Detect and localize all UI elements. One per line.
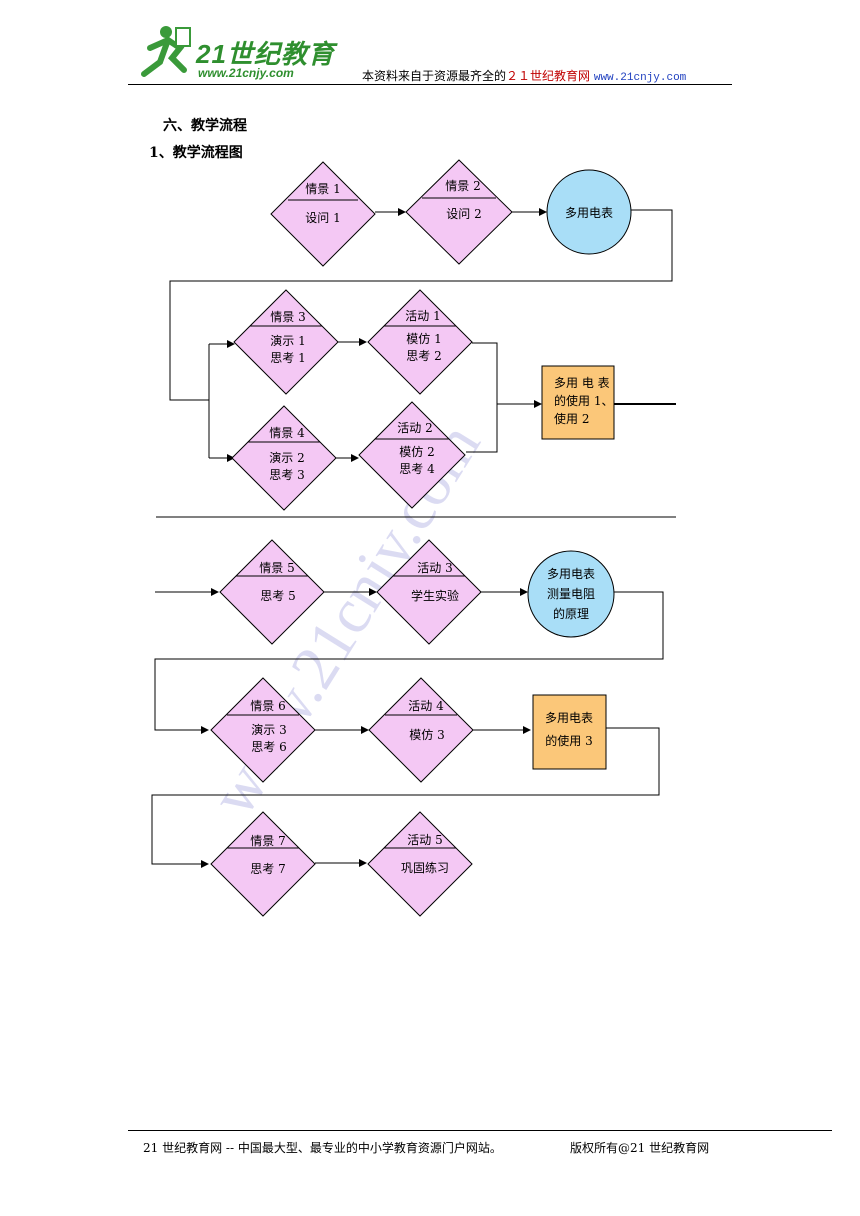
- flow-diamond-9: 情景 6 演示 3 思考 6: [210, 677, 316, 783]
- svg-text:活动 3: 活动 3: [417, 561, 452, 575]
- svg-text:学生实验: 学生实验: [411, 588, 459, 603]
- svg-text:活动 4: 活动 4: [408, 699, 444, 713]
- svg-text:演示 3: 演示 3: [251, 722, 286, 737]
- svg-text:活动 1: 活动 1: [405, 309, 440, 323]
- svg-text:情景 6: 情景 6: [250, 699, 285, 713]
- svg-text:多用电表: 多用电表: [565, 206, 613, 220]
- footer-tagline: 21 世纪教育网 -- 中国最大型、最专业的中小学教育资源门户网站。: [143, 1141, 502, 1155]
- header-note-prefix: 本资料来自于资源最齐全的: [362, 69, 507, 83]
- svg-text:的使用 3: 的使用 3: [545, 733, 592, 748]
- flow-diamond-7: 情景 5 思考 5: [219, 539, 325, 645]
- svg-text:模仿 3: 模仿 3: [409, 728, 444, 742]
- svg-text:情景 5: 情景 5: [259, 561, 294, 575]
- svg-text:活动 2: 活动 2: [397, 421, 432, 435]
- svg-text:思考 6: 思考 6: [251, 740, 286, 754]
- runner-logo-icon: [141, 26, 191, 77]
- svg-text:思考 5: 思考 5: [260, 589, 295, 603]
- header-note: 本资料来自于资源最齐全的２１世纪教育网 www.21cnjy.com: [362, 67, 686, 84]
- svg-text:演示 1: 演示 1: [270, 333, 305, 348]
- svg-text:思考 4: 思考 4: [399, 462, 435, 476]
- flow-diamond-8: 活动 3 学生实验: [376, 539, 482, 645]
- logo-text: 21世纪教育: [196, 39, 335, 69]
- flow-diamond-1: 情景 1 设问 1: [270, 161, 376, 267]
- svg-text:思考 2: 思考 2: [406, 349, 441, 363]
- flow-diamond-10: 活动 4 模仿 3: [368, 677, 474, 783]
- flow-rect-1: 多用 电 表 的使用 1、 使用 2: [541, 365, 615, 440]
- svg-text:巩固练习: 巩固练习: [401, 860, 449, 875]
- site-logo: [136, 18, 336, 84]
- flow-circle-1: 多用电表: [546, 169, 632, 255]
- svg-text:模仿 2: 模仿 2: [399, 445, 434, 459]
- svg-text:设问 2: 设问 2: [446, 207, 481, 221]
- svg-text:多用电表: 多用电表: [547, 567, 595, 581]
- footer-rule: [128, 1130, 832, 1131]
- header-note-url[interactable]: www.21cnjy.com: [593, 72, 687, 84]
- svg-text:的使用 1、: 的使用 1、: [554, 393, 613, 408]
- svg-text:情景 2: 情景 2: [445, 179, 480, 193]
- svg-text:情景 7: 情景 7: [250, 834, 285, 848]
- flow-diamond-6: 活动 2 模仿 2 思考 4: [358, 401, 466, 509]
- svg-text:情景 1: 情景 1: [305, 182, 340, 196]
- flow-circle-2: 多用电表 测量电阻 的原理: [527, 550, 615, 638]
- svg-text:情景 4: 情景 4: [269, 426, 305, 440]
- svg-text:设问 1: 设问 1: [305, 211, 340, 225]
- svg-text:模仿 1: 模仿 1: [406, 332, 441, 346]
- svg-text:测量电阻: 测量电阻: [547, 587, 595, 601]
- svg-text:演示 2: 演示 2: [269, 450, 304, 465]
- svg-text:情景 3: 情景 3: [270, 310, 305, 324]
- flow-diamond-3: 情景 3 演示 1 思考 1: [233, 289, 339, 395]
- svg-text:多用电表: 多用电表: [545, 711, 593, 725]
- section-title: 六、教学流程: [163, 118, 247, 134]
- svg-text:思考 7: 思考 7: [250, 862, 285, 876]
- header-note-site: ２１世纪教育网: [506, 69, 591, 83]
- footer-copyright-link[interactable]: 版权所有@21 世纪教育网: [570, 1141, 710, 1155]
- header-rule: [128, 84, 732, 85]
- svg-text:的原理: 的原理: [553, 606, 589, 621]
- flow-diamond-12: 活动 5 巩固练习: [367, 811, 473, 917]
- svg-text:思考 1: 思考 1: [270, 351, 305, 365]
- flow-diamond-11: 情景 7 思考 7: [210, 811, 316, 917]
- flow-diamond-2: 情景 2 设问 2: [405, 159, 513, 265]
- svg-text:思考 3: 思考 3: [269, 468, 304, 482]
- subsection-title: 1、教学流程图: [149, 145, 243, 161]
- logo-url: www.21cnjy.com: [198, 66, 294, 80]
- svg-text:活动 5: 活动 5: [407, 833, 442, 847]
- svg-text:多用 电 表: 多用 电 表: [554, 376, 610, 390]
- flow-rect-2: 多用电表 的使用 3: [532, 694, 607, 770]
- flow-diamond-5: 情景 4 演示 2 思考 3: [231, 405, 337, 511]
- svg-text:使用 2: 使用 2: [554, 411, 589, 426]
- flow-diamond-4: 活动 1 模仿 1 思考 2: [367, 289, 473, 395]
